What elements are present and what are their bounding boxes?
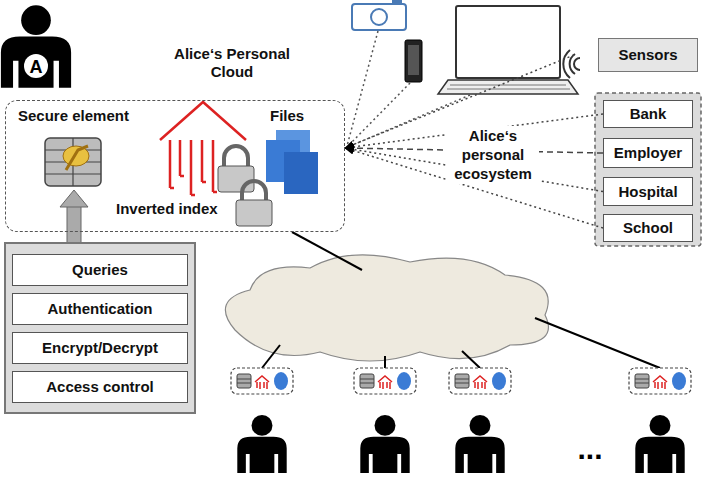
sensor-box: Sensors <box>598 38 698 72</box>
node-text: Bank <box>630 105 667 123</box>
stack-box: Authentication <box>12 293 188 325</box>
cloud-title: Alice‘s Personal Cloud <box>152 45 312 81</box>
stack-box: Access control <box>12 371 188 403</box>
personal-cloud: Alice‘s Personal CloudSecure elementFile… <box>5 100 345 232</box>
node-text: Files <box>270 107 330 125</box>
node-text: Employer <box>614 144 682 162</box>
node-text: Sensors <box>618 46 677 64</box>
node-text: Access control <box>46 378 154 396</box>
source-box: Bank <box>603 100 693 128</box>
ecosystem-label: Alice‘s personal ecosystem <box>447 126 539 184</box>
stack-box: Encrypt/Decrypt <box>12 332 188 364</box>
node-text: Queries <box>72 261 128 279</box>
node-text: Inverted index <box>116 200 256 218</box>
user-initial: A <box>24 56 48 79</box>
source-box: Employer <box>603 138 693 168</box>
source-box: Hospital <box>603 177 693 206</box>
source-box: School <box>603 214 693 242</box>
node-text: Authentication <box>48 300 153 318</box>
node-text: Secure element <box>18 107 168 125</box>
node-text: Encrypt/Decrypt <box>42 339 158 357</box>
ellipsis: ... <box>560 430 620 468</box>
node-text: School <box>623 219 673 237</box>
node-text: Hospital <box>618 183 677 201</box>
stack-box: Queries <box>12 254 188 286</box>
